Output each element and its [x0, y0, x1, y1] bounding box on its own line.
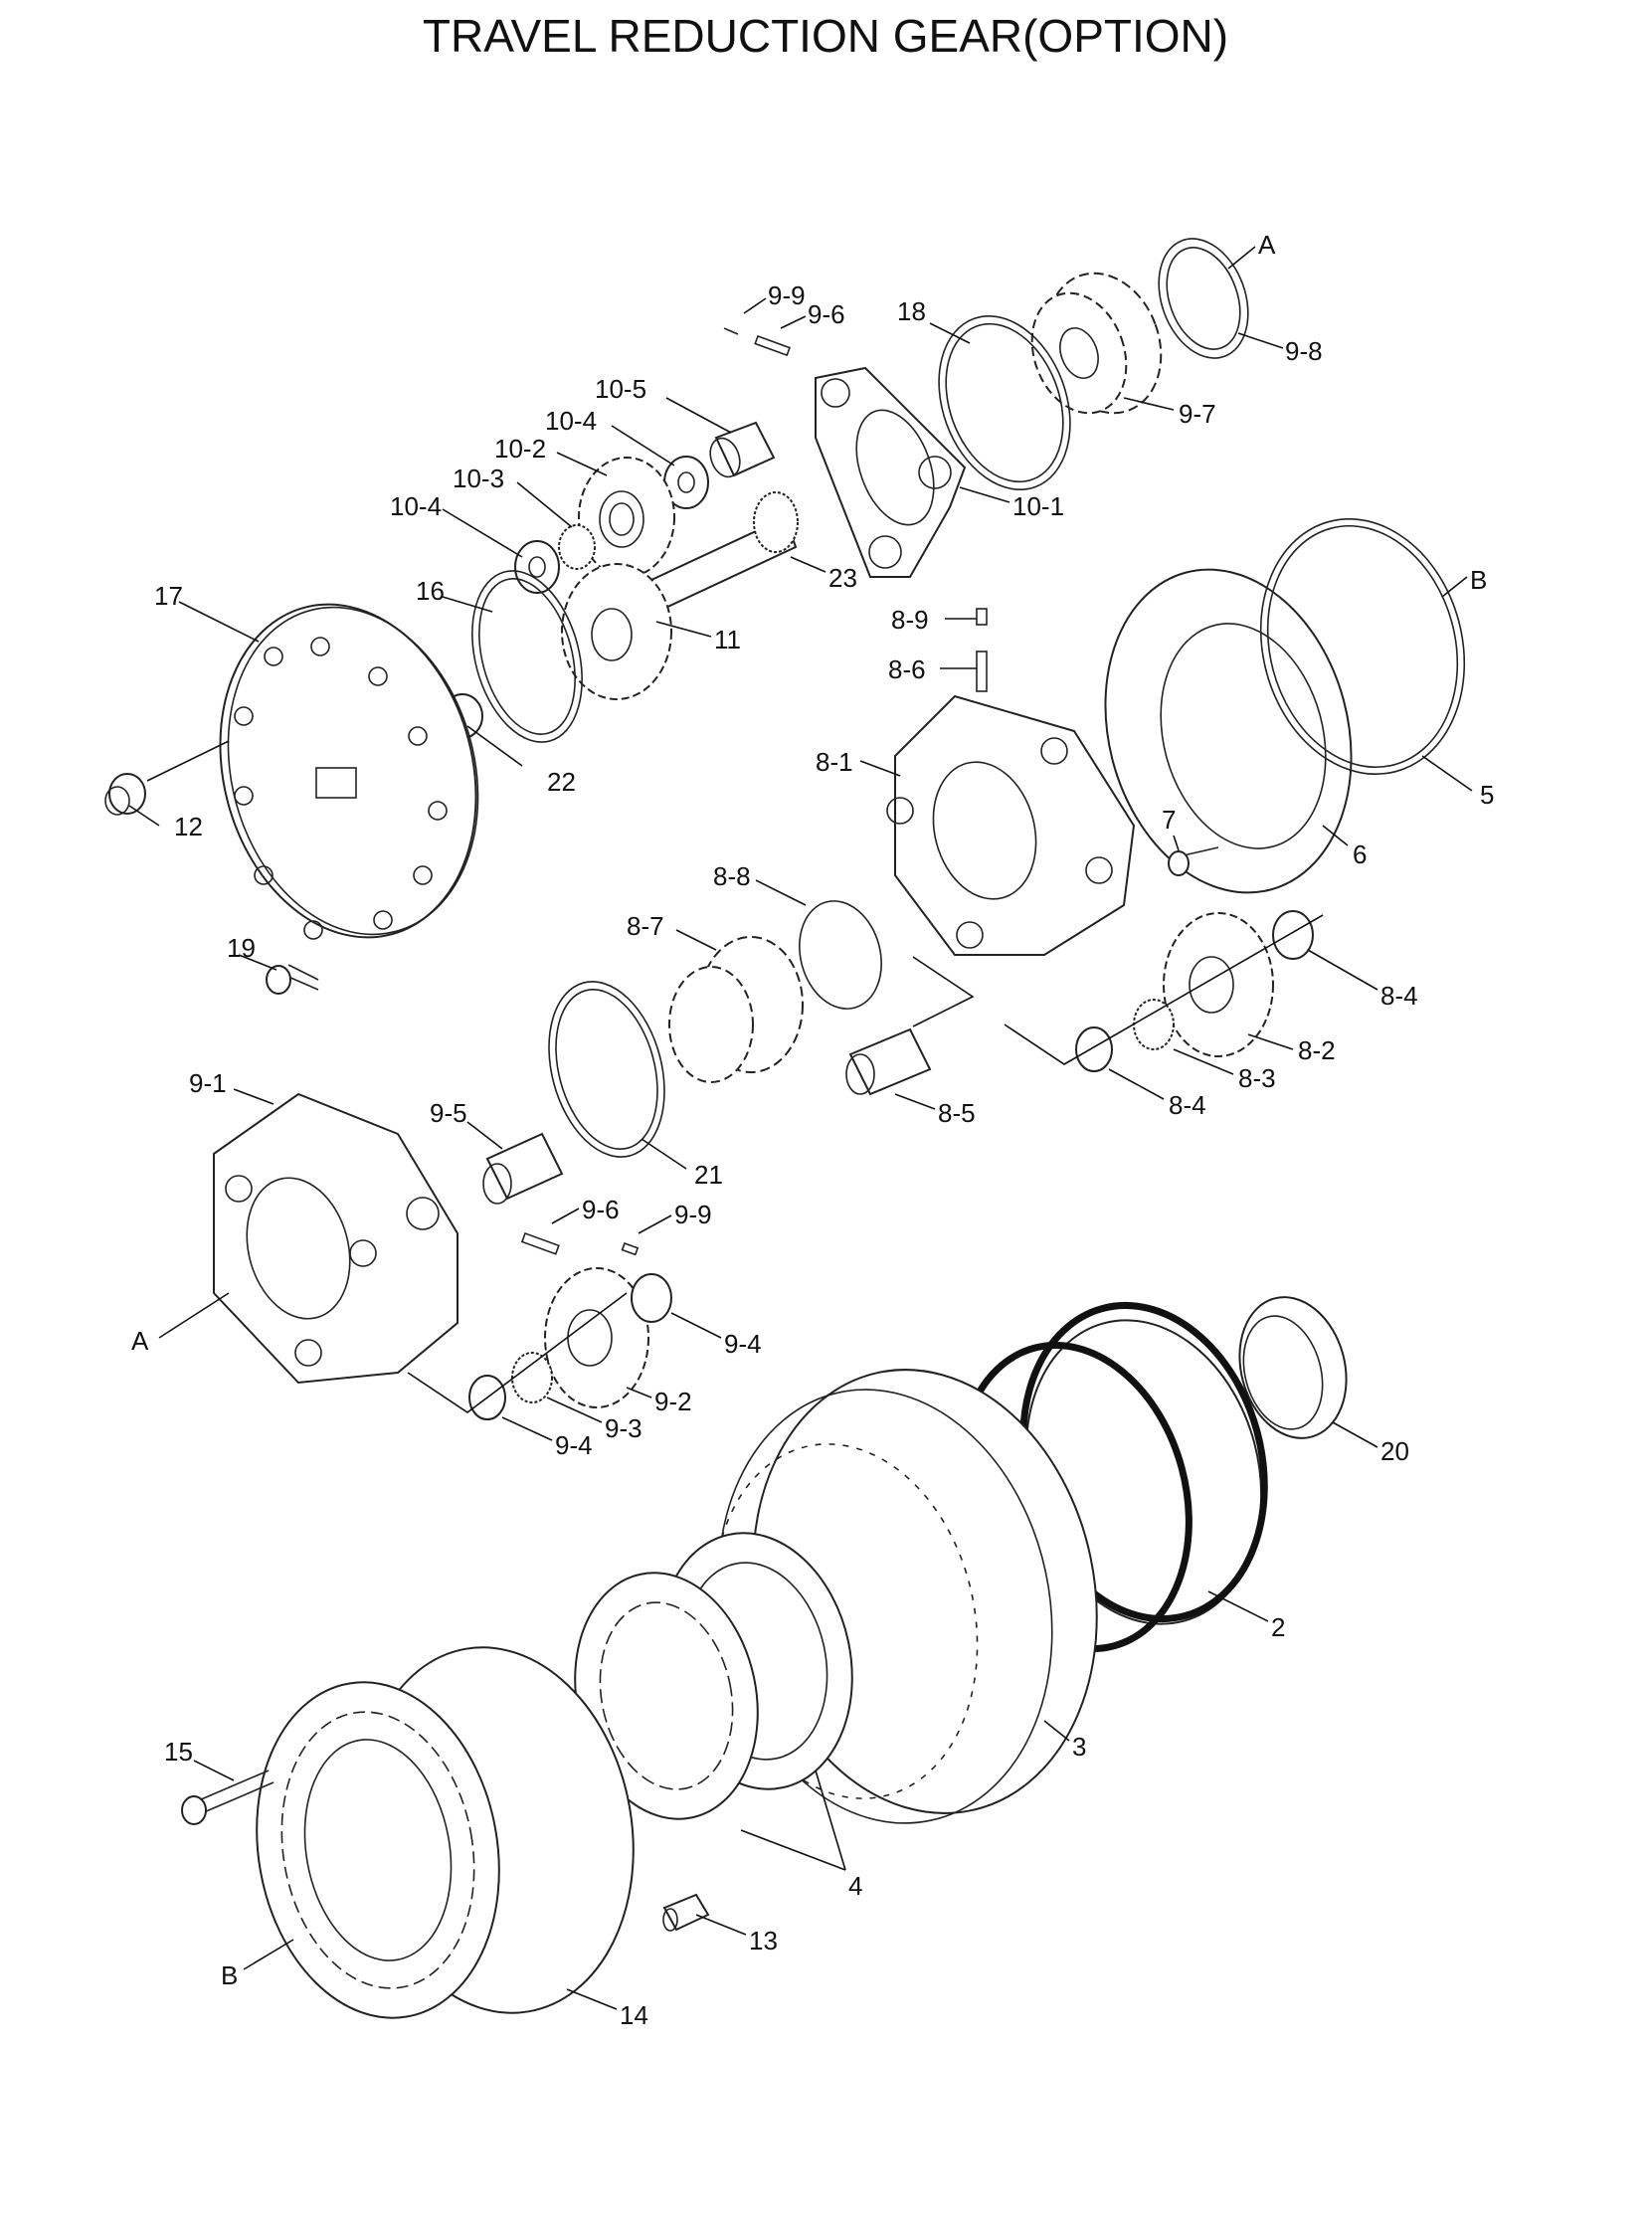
callout-label: 8-5 — [938, 1098, 976, 1128]
callout-label: 11 — [714, 625, 741, 654]
callout-label: 13 — [749, 1926, 778, 1956]
callout-label: 15 — [164, 1737, 193, 1767]
callout-label: 8-6 — [888, 654, 926, 684]
diagram-title: TRAVEL REDUCTION GEAR(OPTION) — [423, 10, 1228, 62]
assembly-guide-9 — [407, 1292, 628, 1413]
callout-label: 22 — [547, 767, 576, 797]
callout-label: 10-4 — [545, 406, 597, 436]
callout-label: 4 — [848, 1871, 862, 1901]
callout-label: 8-3 — [1238, 1063, 1276, 1093]
callout-label: A — [1258, 230, 1276, 260]
bolt-19 — [266, 964, 319, 995]
pin-8-5 — [845, 1027, 932, 1096]
callout-label: 21 — [694, 1160, 723, 1190]
leader-lines — [128, 246, 1473, 2010]
sun-gear-8-7 — [668, 936, 804, 1083]
callout-label: 10-1 — [1012, 491, 1064, 521]
callout-label: 19 — [227, 933, 256, 963]
callout-label: 8-9 — [891, 605, 929, 635]
callout-label: 9-2 — [654, 1387, 692, 1416]
hub-14 — [256, 1646, 635, 2019]
needle-bearing-10-3 — [558, 524, 596, 570]
callout-label: B — [1470, 565, 1487, 595]
callout-label: 10-3 — [453, 464, 504, 493]
cover-plate-17 — [219, 603, 479, 940]
callout-label: 7 — [1162, 805, 1176, 835]
callout-label: 9-9 — [768, 280, 806, 310]
callout-label: 8-1 — [816, 747, 853, 777]
assembly-guide-8 — [912, 956, 975, 1027]
bearing-4 — [574, 1532, 853, 1820]
o-ring-21 — [548, 981, 665, 1158]
callout-label: 10-5 — [595, 374, 646, 404]
carrier-8-1 — [886, 694, 1136, 956]
callout-label: 9-3 — [605, 1413, 642, 1443]
callout-label: 8-2 — [1298, 1035, 1336, 1065]
callout-label: 16 — [416, 576, 445, 606]
washer-9-4-upper — [631, 1273, 672, 1323]
callout-label: A — [131, 1326, 149, 1356]
callout-label: 9-4 — [555, 1430, 593, 1460]
o-ring-18 — [938, 315, 1071, 490]
bushing-10-5 — [709, 421, 776, 478]
planet-gear-8-2 — [1163, 912, 1274, 1057]
callout-label: 8-4 — [1169, 1090, 1206, 1120]
callout-label: 23 — [828, 563, 857, 593]
bolt-15 — [181, 1770, 275, 1825]
callout-label: 8-7 — [627, 911, 664, 941]
callout-label: 9-4 — [724, 1329, 762, 1359]
callout-label: 12 — [174, 812, 203, 841]
callout-label: 6 — [1353, 839, 1367, 869]
flange-6 — [1104, 568, 1353, 894]
callout-label: 20 — [1380, 1436, 1409, 1466]
callout-label: 9-7 — [1179, 399, 1216, 429]
needle-bearing-9-3 — [511, 1352, 553, 1403]
callout-label: 2 — [1271, 1612, 1285, 1642]
callout-label: 9-6 — [582, 1195, 620, 1224]
pin-8-6 — [976, 651, 988, 692]
callout-label: 17 — [154, 581, 183, 611]
snap-ring-8-8 — [799, 900, 882, 1010]
carrier-plate-10-1 — [815, 366, 967, 578]
callout-label: 9-6 — [808, 299, 845, 329]
washer-8-4-lower — [1075, 1026, 1113, 1072]
needle-bearing-8-3 — [1133, 999, 1175, 1050]
bushing-9-5 — [482, 1132, 564, 1205]
callout-label: 18 — [897, 296, 926, 326]
bolt-7 — [1168, 846, 1219, 876]
planet-gear-10-2 — [578, 457, 675, 578]
o-ring-16 — [471, 570, 583, 743]
drive-gear-11 — [561, 491, 799, 700]
callout-label: 14 — [620, 2000, 648, 2030]
callout-label: 9-9 — [674, 1200, 712, 1229]
callout-label: 9-5 — [430, 1098, 467, 1128]
washer-10-4-lower — [514, 540, 560, 594]
callout-labels: A 9-9 9-6 18 9-8 9-7 10-5 10-4 10-2 10-3… — [131, 230, 1494, 2030]
pin-9-6-upper — [754, 334, 791, 357]
needle-bearing-23 — [753, 491, 799, 553]
parts-drawing — [104, 238, 1466, 2019]
callout-label: 8-4 — [1380, 981, 1418, 1011]
callout-label: 9-1 — [189, 1068, 227, 1098]
callout-label: 10-2 — [494, 434, 546, 464]
pin-8-9 — [976, 608, 988, 626]
callout-label: B — [221, 1960, 238, 1990]
snap-ring-9-8 — [1158, 238, 1249, 359]
o-ring-5 — [1259, 517, 1466, 776]
pin-9-6-lower — [520, 1231, 560, 1255]
pin-9-9-lower — [621, 1241, 640, 1256]
callout-label: 10-4 — [390, 491, 442, 521]
carrier-9-1 — [213, 1092, 459, 1385]
washer-8-4-upper — [1272, 910, 1314, 960]
pin-13 — [662, 1893, 710, 1932]
callout-label: 8-8 — [713, 861, 751, 891]
callout-label: 3 — [1072, 1732, 1086, 1762]
pin-9-9-upper — [723, 327, 739, 335]
callout-label: 5 — [1480, 780, 1494, 810]
callout-label: 9-8 — [1285, 336, 1323, 366]
